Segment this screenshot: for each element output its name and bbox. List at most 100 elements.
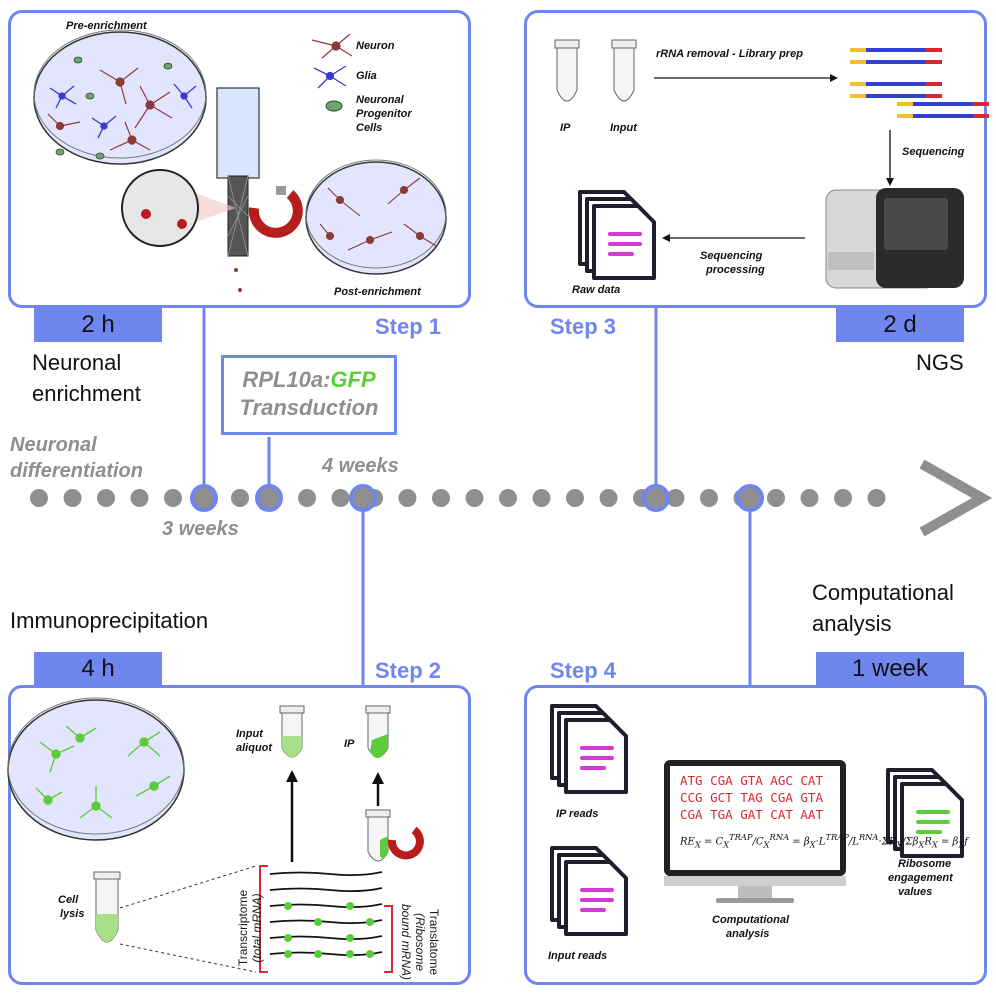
- legend-neuron-icon: [311, 33, 353, 59]
- ip-reads-document-icon: [550, 704, 628, 794]
- engagement-label-3: values: [898, 886, 933, 898]
- re-formula: REX = CXTRAP/CXRNA = βX·LTRAP/LRNA·ΣRX/Σ…: [680, 832, 968, 850]
- ip-magnet-icon: [387, 826, 424, 860]
- timeline-dot: [800, 489, 819, 507]
- mrna-strands: [269, 871, 383, 958]
- timeline-arrowhead: [919, 459, 993, 537]
- read-insert: [866, 60, 926, 64]
- timeline-dot: [834, 489, 852, 507]
- timeline-dot: [566, 489, 584, 507]
- ribosome: [346, 934, 354, 942]
- read-adapter: [897, 114, 913, 118]
- step3-title: NGS: [916, 350, 964, 375]
- engagement-label-2: engagement: [888, 872, 953, 884]
- timeline-dot: [97, 489, 115, 507]
- translatome-label: Translatome (Ribosome bound mRNA): [393, 887, 441, 997]
- zoom-beads: [141, 209, 187, 229]
- read-insert: [913, 114, 973, 118]
- post-enrichment-dish: [305, 159, 447, 275]
- read-insert: [866, 82, 926, 86]
- step1-title-line1: Neuronal: [32, 350, 122, 375]
- step1-label: Step 1: [375, 314, 442, 339]
- ribosome: [366, 950, 374, 958]
- translatome-label-1: Translatome: [427, 908, 441, 976]
- raw-data-label: Raw data: [572, 284, 621, 296]
- timeline-dot: [700, 489, 718, 507]
- timeline-dot: [298, 489, 316, 507]
- step3-duration-tab: 2 d: [836, 308, 964, 342]
- input-tube-label: Input: [610, 122, 637, 134]
- computational-label-2: analysis: [726, 928, 770, 940]
- processing-label-2: processing: [706, 264, 765, 276]
- read-adapter: [926, 82, 942, 86]
- zoom-inset: [121, 169, 199, 247]
- legend-glia-icon: [313, 65, 347, 89]
- sequence-row-3: CGA TGA GAT CAT AAT: [680, 807, 823, 822]
- translatome-label-2: (Ribosome: [413, 912, 427, 972]
- timeline-dot: [767, 489, 785, 507]
- ip-tube: [554, 39, 580, 102]
- sequencing-arrow: [886, 130, 894, 186]
- timeline-dot: [532, 489, 551, 507]
- ip-tube-label: IP: [560, 122, 571, 134]
- timeline-dot: [499, 489, 517, 507]
- cell-lysis-label-1: Cell: [58, 894, 79, 906]
- step2-arrows: [286, 770, 384, 862]
- pre-enrichment-label: Pre-enrichment: [66, 20, 147, 32]
- cell-lysis-label-2: lysis: [60, 908, 85, 920]
- sequencing-reads: [850, 48, 989, 118]
- step4-label: Step 4: [550, 658, 617, 683]
- input-aliquot-tube: [279, 705, 305, 758]
- step1-title-line2: enrichment: [32, 381, 141, 406]
- read-adapter: [897, 102, 913, 106]
- transcriptome-label-2: (total mRNA): [250, 893, 264, 963]
- ip-reads-label: IP reads: [556, 808, 599, 820]
- ribosome: [284, 902, 292, 910]
- step2-duration-tab: 4 h: [34, 652, 162, 686]
- step1-duration-tab: 2 h: [34, 308, 162, 342]
- transcriptome-bracket: [259, 865, 268, 973]
- sequence-row-1: ATG CGA GTA AGC CAT: [680, 773, 823, 788]
- engagement-label-1: Ribosome: [898, 858, 952, 870]
- three-weeks-label: 3 weeks: [162, 518, 239, 540]
- library-prep-label: rRNA removal - Library prep: [656, 48, 803, 60]
- timeline-dots: [30, 489, 886, 507]
- translatome-label-3: bound mRNA): [399, 903, 413, 981]
- ribosome: [284, 950, 292, 958]
- read-adapter: [850, 60, 866, 64]
- read-insert: [866, 94, 926, 98]
- engagement-document-icon: [886, 768, 964, 858]
- sequencing-label: Sequencing: [902, 146, 965, 158]
- transduction-box: RPL10a:GFP Transduction: [221, 355, 397, 435]
- four-weeks-label: 4 weeks: [322, 455, 399, 477]
- ribosome: [346, 902, 354, 910]
- input-tube: [611, 39, 637, 102]
- timeline-milestones: [190, 484, 764, 512]
- mrna-strand: [269, 871, 383, 877]
- step2-label: Step 2: [375, 658, 442, 683]
- differentiation-label-1: Neuronal: [10, 434, 97, 456]
- processing-label-1: Sequencing: [700, 250, 763, 262]
- ribosome: [366, 918, 374, 926]
- legend-glia-label: Glia: [356, 70, 377, 82]
- bead-tube: [365, 809, 391, 862]
- magnet-icon: [248, 186, 303, 238]
- library-prep-arrow: [654, 74, 838, 82]
- processing-arrow: [662, 234, 805, 242]
- timeline-dot: [432, 489, 450, 507]
- transcriptome-label-1: Transcriptome: [236, 889, 250, 967]
- pre-enrichment-dish: [33, 29, 207, 165]
- read-adapter: [850, 82, 866, 86]
- timeline-dot: [666, 489, 685, 507]
- mrna-strand: [269, 919, 383, 925]
- differentiation-label-2: differentiation: [10, 460, 143, 482]
- timeline-dot: [331, 489, 350, 507]
- read-adapter: [850, 48, 866, 52]
- read-adapter: [973, 102, 989, 106]
- legend-neuron-label: Neuron: [356, 40, 395, 52]
- ribosome: [284, 934, 292, 942]
- timeline-dot: [231, 489, 249, 507]
- raw-data-document-icon: [578, 190, 656, 280]
- sequencer-icon: [825, 188, 964, 289]
